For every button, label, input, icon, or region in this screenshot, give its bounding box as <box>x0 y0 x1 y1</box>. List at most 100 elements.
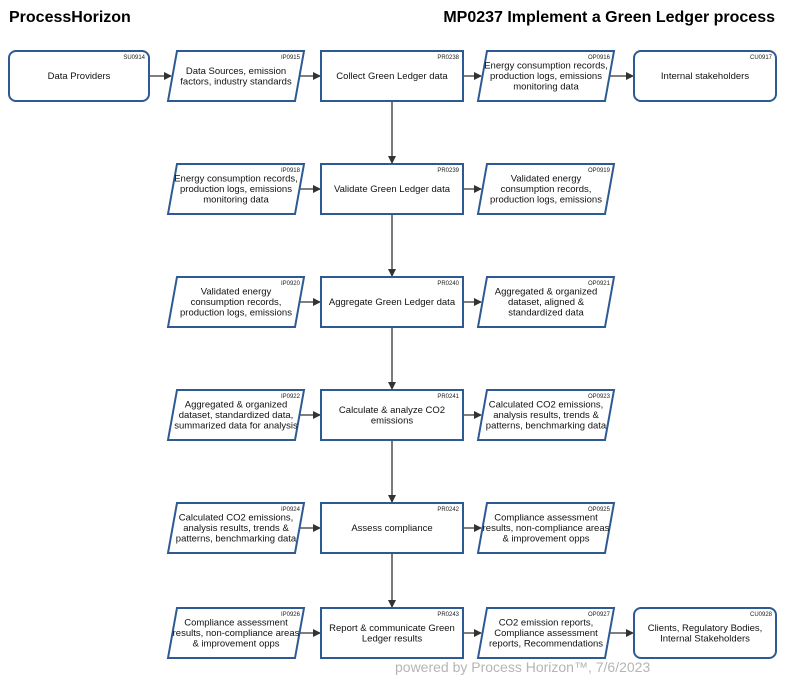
node-shape <box>166 50 306 102</box>
node-label-line: results, non-compliance areas <box>173 628 300 639</box>
node-code: CU0928 <box>750 612 773 618</box>
node-label-line: Clients, Regulatory Bodies, <box>648 623 763 634</box>
node-label-line: Collect Green Ledger data <box>336 71 448 82</box>
node-shape <box>476 389 616 441</box>
node-shape <box>476 163 616 215</box>
node-label-line: Aggregated & organized <box>185 400 287 411</box>
node-code: OP0923 <box>588 394 611 400</box>
node-code: PR0240 <box>437 281 459 287</box>
node-shape <box>8 50 150 102</box>
node-label-line: patterns, benchmarking data <box>486 421 607 432</box>
node-label-line: analysis results, trends & <box>183 523 289 534</box>
node-code: IP0920 <box>281 281 301 287</box>
node-label-line: Energy consumption records, <box>174 174 298 185</box>
node-label-line: Data Providers <box>48 71 111 82</box>
node-label-line: Report & communicate Green <box>329 623 455 634</box>
node-label-line: production logs, emissions <box>180 308 292 319</box>
node-code: PR0242 <box>437 507 459 513</box>
node-label-line: Calculated CO2 emissions, <box>179 513 294 524</box>
node-label-line: factors, industry standards <box>180 76 292 87</box>
brand-title: ProcessHorizon <box>9 9 131 26</box>
node-code: PR0239 <box>437 168 459 174</box>
node-label-line: reports, Recommendations <box>489 639 603 650</box>
node-shape <box>476 607 616 659</box>
node-shape <box>476 50 616 102</box>
node-code: IP0915 <box>281 55 301 61</box>
node-label-line: Validated energy <box>511 174 582 185</box>
node-label-line: production logs, emissions <box>490 71 602 82</box>
node-label-line: Energy consumption records, <box>484 61 608 72</box>
node-label-line: summarized data for analysis <box>174 421 298 432</box>
node-label-line: standardized data <box>508 308 584 319</box>
node-label-line: Ledger results <box>362 633 422 644</box>
node-shape <box>166 607 306 659</box>
node-shape <box>320 502 464 554</box>
node-label-line: Internal stakeholders <box>661 71 749 82</box>
node-shape <box>633 607 777 659</box>
node-label-line: consumption records, <box>191 297 282 308</box>
node-code: PR0241 <box>437 394 459 400</box>
node-label-line: Internal Stakeholders <box>660 633 750 644</box>
node-shape <box>166 502 306 554</box>
node-label-line: monitoring data <box>513 82 579 93</box>
node-label-line: & improvement opps <box>502 534 589 545</box>
node-shape <box>476 276 616 328</box>
node-code: PR0238 <box>437 55 459 61</box>
node-label-line: Compliance assessment <box>184 618 288 629</box>
node-shape <box>633 50 777 102</box>
node-shape <box>166 163 306 215</box>
node-shape <box>320 50 464 102</box>
node-label-line: patterns, benchmarking data <box>176 534 297 545</box>
node-label-line: Calculated CO2 emissions, <box>489 400 604 411</box>
node-label-line: monitoring data <box>203 195 269 206</box>
node-label-line: production logs, emissions <box>180 184 292 195</box>
node-label-line: Calculate & analyze CO2 <box>339 405 445 416</box>
node-label-line: consumption records, <box>501 184 592 195</box>
node-label-line: Validated energy <box>201 287 272 298</box>
node-code: SU0914 <box>123 55 145 61</box>
node-label-line: dataset, aligned & <box>508 297 585 308</box>
page-title: MP0237 Implement a Green Ledger process <box>443 9 775 26</box>
node-code: IP0926 <box>281 612 301 618</box>
node-code: PR0243 <box>437 612 459 618</box>
node-label-line: Aggregate Green Ledger data <box>329 297 456 308</box>
node-code: CU0917 <box>750 55 773 61</box>
node-code: OP0916 <box>588 55 611 61</box>
node-label-line: Data Sources, emission <box>186 66 286 77</box>
node-label-line: emissions <box>371 415 413 426</box>
node-code: IP0924 <box>281 507 301 513</box>
node-label-line: Compliance assessment <box>494 628 598 639</box>
node-shape <box>320 163 464 215</box>
node-label-line: results, non-compliance areas <box>483 523 610 534</box>
node-shape <box>166 389 306 441</box>
node-code: OP0921 <box>588 281 611 287</box>
node-code: OP0919 <box>588 168 611 174</box>
node-code: IP0922 <box>281 394 301 400</box>
node-label-line: & improvement opps <box>192 639 279 650</box>
node-shape <box>320 389 464 441</box>
node-label-line: dataset, standardized data, <box>179 410 294 421</box>
node-label-line: CO2 emission reports, <box>499 618 594 629</box>
node-label-line: Validate Green Ledger data <box>334 184 451 195</box>
node-label-line: Aggregated & organized <box>495 287 597 298</box>
